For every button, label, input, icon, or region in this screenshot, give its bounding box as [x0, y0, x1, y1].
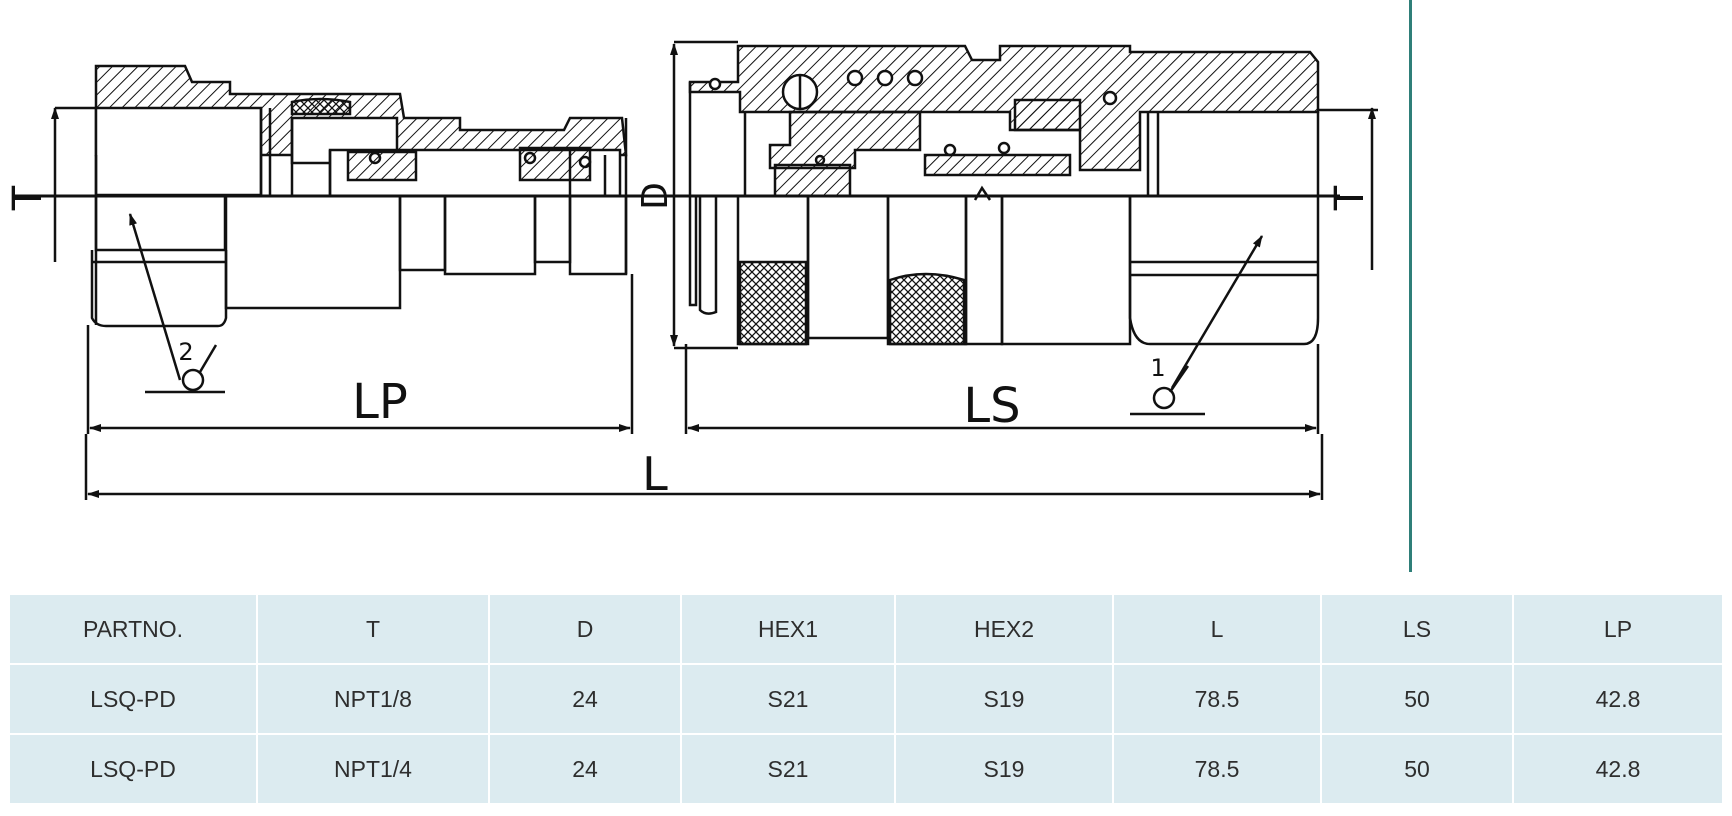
cell-partno: LSQ-PD — [10, 735, 256, 803]
cell-lp: 42.8 — [1514, 735, 1722, 803]
cell-partno: LSQ-PD — [10, 665, 256, 733]
cell-hex2: S19 — [896, 665, 1112, 733]
cell-t: NPT1/8 — [258, 665, 488, 733]
col-header-partno: PARTNO. — [10, 595, 256, 663]
cell-l: 78.5 — [1114, 665, 1320, 733]
cell-l: 78.5 — [1114, 735, 1320, 803]
label-t-left: T — [5, 185, 51, 211]
table-header-row: PARTNO. T D HEX1 HEX2 L LS LP — [10, 595, 1722, 663]
section-divider — [1409, 0, 1412, 572]
wrench-callout-1 — [1130, 235, 1264, 416]
col-header-hex2: HEX2 — [896, 595, 1112, 663]
label-t-right: T — [1327, 185, 1373, 211]
label-l: L — [642, 447, 668, 501]
spec-table: PARTNO. T D HEX1 HEX2 L LS LP LSQ-PD NPT… — [8, 593, 1724, 805]
table-row: LSQ-PD NPT1/4 24 S21 S19 78.5 50 42.8 — [10, 735, 1722, 803]
col-header-l: L — [1114, 595, 1320, 663]
coupling-technical-drawing: T T D LP LS L 2 1 — [5, 40, 1378, 501]
cell-ls: 50 — [1322, 735, 1512, 803]
col-header-ls: LS — [1322, 595, 1512, 663]
label-callout-2: 2 — [178, 338, 193, 366]
label-d: D — [635, 182, 676, 210]
col-header-hex1: HEX1 — [682, 595, 894, 663]
cell-lp: 42.8 — [1514, 665, 1722, 733]
col-header-lp: LP — [1514, 595, 1722, 663]
cell-ls: 50 — [1322, 665, 1512, 733]
cell-hex1: S21 — [682, 665, 894, 733]
label-ls: LS — [963, 378, 1020, 434]
cell-t: NPT1/4 — [258, 735, 488, 803]
wrench-callout-2 — [128, 213, 225, 394]
col-header-t: T — [258, 595, 488, 663]
col-header-d: D — [490, 595, 680, 663]
t-dimension-left — [51, 106, 96, 262]
ls-dimension — [684, 344, 1320, 434]
t-dimension-right — [1318, 107, 1378, 270]
cell-d: 24 — [490, 665, 680, 733]
plug-body — [90, 64, 628, 328]
cell-hex1: S21 — [682, 735, 894, 803]
cell-d: 24 — [490, 735, 680, 803]
label-callout-1: 1 — [1150, 354, 1165, 382]
d-dimension — [670, 40, 738, 350]
lp-dimension — [86, 274, 634, 434]
cell-hex2: S19 — [896, 735, 1112, 803]
l-dimension — [84, 434, 1324, 500]
label-lp: LP — [352, 374, 408, 430]
table-row: LSQ-PD NPT1/8 24 S21 S19 78.5 50 42.8 — [10, 665, 1722, 733]
